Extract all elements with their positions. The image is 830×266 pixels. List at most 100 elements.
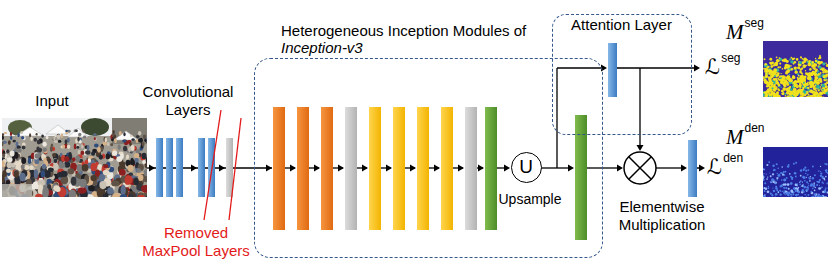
crowd-photo bbox=[2, 118, 147, 197]
crowd-person bbox=[125, 175, 133, 184]
map-dot bbox=[809, 85, 813, 89]
map-dot bbox=[770, 62, 773, 65]
map-dot bbox=[821, 89, 824, 92]
crowd-person bbox=[2, 161, 5, 166]
map-dot bbox=[788, 188, 790, 190]
crowd-person bbox=[69, 189, 77, 197]
map-dot bbox=[795, 184, 798, 187]
crowd-person bbox=[29, 133, 31, 137]
map-dot bbox=[814, 182, 815, 183]
map-dot bbox=[770, 193, 772, 195]
crowd-person bbox=[6, 149, 9, 153]
map-dot bbox=[776, 177, 778, 179]
attention-group: Attention Layer bbox=[552, 14, 692, 135]
crowd-person bbox=[21, 157, 26, 163]
map-dot bbox=[806, 189, 807, 190]
map-dot bbox=[796, 197, 797, 198]
map-dot bbox=[824, 196, 826, 197]
map-dot bbox=[800, 169, 803, 172]
map-dot bbox=[805, 180, 806, 181]
map-dot bbox=[806, 96, 809, 97]
map-dot bbox=[800, 197, 801, 198]
map-dot bbox=[776, 163, 778, 165]
crowd-person bbox=[2, 133, 4, 136]
map-dot bbox=[825, 197, 826, 198]
map-dot bbox=[766, 164, 768, 166]
map-dot bbox=[790, 182, 793, 185]
inception-module bbox=[465, 107, 477, 230]
map-dot bbox=[793, 163, 795, 165]
map-dot bbox=[818, 170, 820, 172]
branch-wire bbox=[557, 67, 602, 68]
crowd-person bbox=[142, 160, 146, 164]
map-dot bbox=[825, 70, 828, 73]
arrow-head bbox=[338, 165, 344, 172]
map-dot bbox=[775, 193, 778, 196]
multiply-cross bbox=[629, 157, 652, 180]
map-dot bbox=[768, 76, 770, 78]
map-dot bbox=[825, 63, 826, 64]
map-dot bbox=[813, 88, 816, 91]
wire bbox=[697, 167, 699, 168]
crowd-person bbox=[68, 133, 70, 136]
crowd-person bbox=[7, 157, 13, 162]
map-dot bbox=[784, 85, 786, 87]
map-dot bbox=[792, 76, 796, 80]
photo-building bbox=[112, 118, 147, 144]
crowd-person bbox=[17, 148, 22, 152]
map-dot bbox=[809, 180, 811, 182]
crowd-person bbox=[30, 137, 33, 141]
crowd-person bbox=[76, 146, 79, 149]
crowd-person bbox=[142, 142, 145, 147]
map-dot bbox=[777, 88, 779, 90]
map-dot bbox=[812, 196, 814, 197]
map-dot bbox=[790, 190, 793, 193]
map-dot bbox=[790, 93, 793, 96]
upsample-circle: U bbox=[511, 152, 542, 183]
map-dot bbox=[813, 73, 815, 75]
map-dot bbox=[786, 89, 788, 91]
crowd-person bbox=[99, 181, 106, 189]
map-dot bbox=[766, 75, 768, 77]
crowd-person bbox=[126, 155, 129, 159]
inception-module bbox=[393, 107, 405, 230]
crowd-person bbox=[62, 144, 65, 148]
map-dot bbox=[807, 87, 809, 89]
crowd-person bbox=[106, 154, 110, 160]
crowd-person bbox=[91, 152, 95, 156]
map-dot bbox=[818, 187, 821, 190]
inception-module bbox=[369, 107, 381, 230]
map-dot bbox=[781, 76, 783, 78]
map-dot bbox=[795, 71, 798, 74]
map-dot bbox=[815, 68, 818, 71]
map-dot bbox=[786, 60, 789, 63]
map-dot bbox=[794, 58, 796, 60]
map-dot bbox=[817, 82, 819, 84]
input-label: Input bbox=[35, 92, 68, 110]
crowd-person bbox=[101, 173, 105, 180]
map-dot bbox=[773, 94, 777, 97]
crowd-person bbox=[93, 133, 97, 136]
map-dot bbox=[807, 174, 808, 175]
map-dot bbox=[827, 182, 828, 184]
crowd-person bbox=[83, 135, 86, 138]
map-dot bbox=[806, 65, 808, 67]
map-dot bbox=[819, 92, 823, 96]
map-dot bbox=[764, 194, 766, 196]
map-dot bbox=[800, 175, 802, 177]
crowd-person bbox=[67, 168, 74, 174]
map-dot bbox=[807, 87, 810, 90]
map-dot bbox=[770, 175, 772, 177]
crowd-person bbox=[123, 139, 127, 142]
map-dot bbox=[763, 173, 764, 174]
map-dot bbox=[795, 194, 798, 197]
crowd-person bbox=[17, 133, 20, 137]
wire bbox=[497, 167, 505, 168]
map-dot bbox=[783, 187, 784, 188]
crowd-person bbox=[10, 150, 15, 156]
map-dot bbox=[786, 60, 789, 63]
conv-layer bbox=[156, 138, 163, 197]
map-dot bbox=[817, 197, 819, 198]
map-dot bbox=[786, 76, 790, 80]
map-dot bbox=[822, 195, 824, 197]
